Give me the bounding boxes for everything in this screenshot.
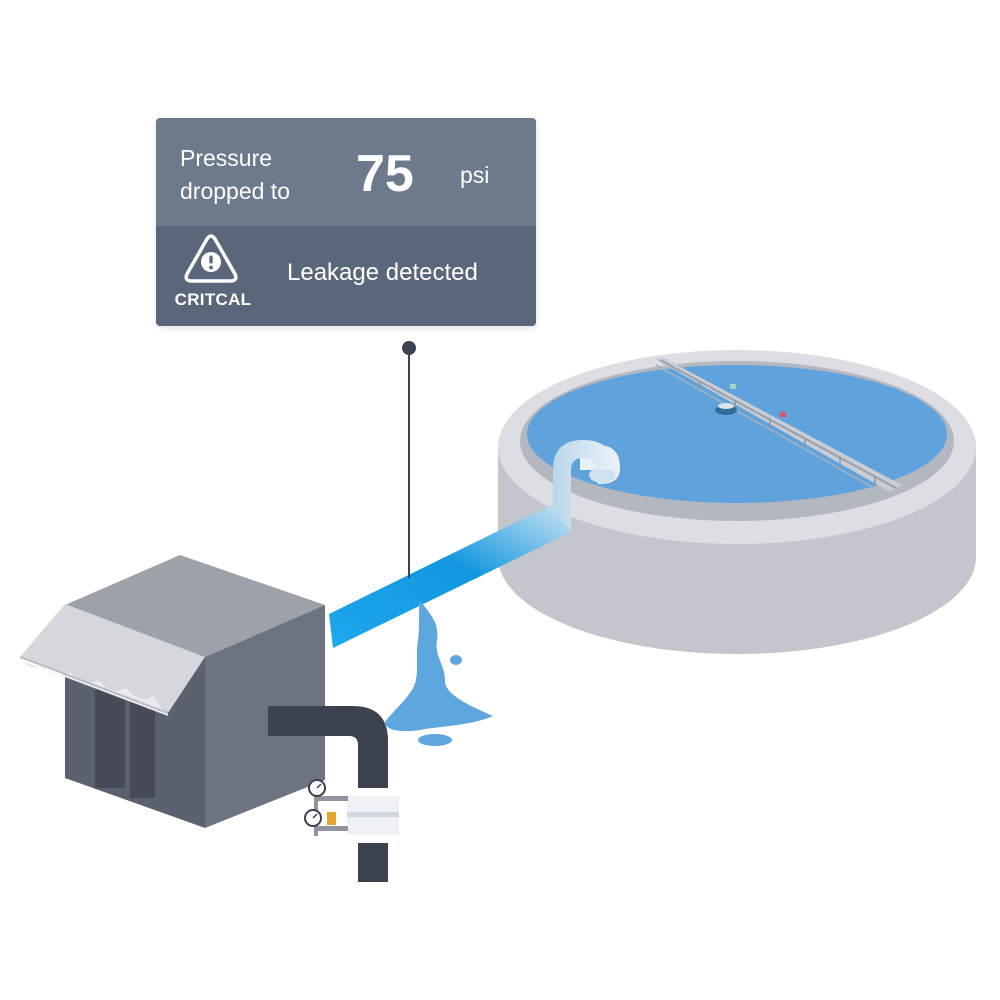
inlet-pipe [329,440,620,648]
warning-icon [184,234,238,283]
flow-pipe [329,504,571,648]
pressure-gauges [304,779,348,836]
tank-water [527,365,947,503]
leak-puddle [385,600,493,746]
pump-house [19,555,325,828]
outlet-pipe [268,706,399,882]
pressure-label: Pressure dropped to [180,145,290,204]
pressure-panel [156,118,536,226]
center-well [715,403,737,415]
clarifier-bridge [655,357,902,496]
clarifier-tank [498,350,976,654]
severity-label: CRITCAL [174,290,252,309]
awning [19,604,205,716]
alert-connector [402,341,416,578]
pressure-unit: psi [460,162,490,188]
alert-card: Pressure dropped to 75 psi CRITCAL Leaka… [156,118,536,326]
pressure-value: 75 [356,145,414,203]
alert-message: Leakage detected [287,259,478,286]
severity-panel [156,226,536,326]
